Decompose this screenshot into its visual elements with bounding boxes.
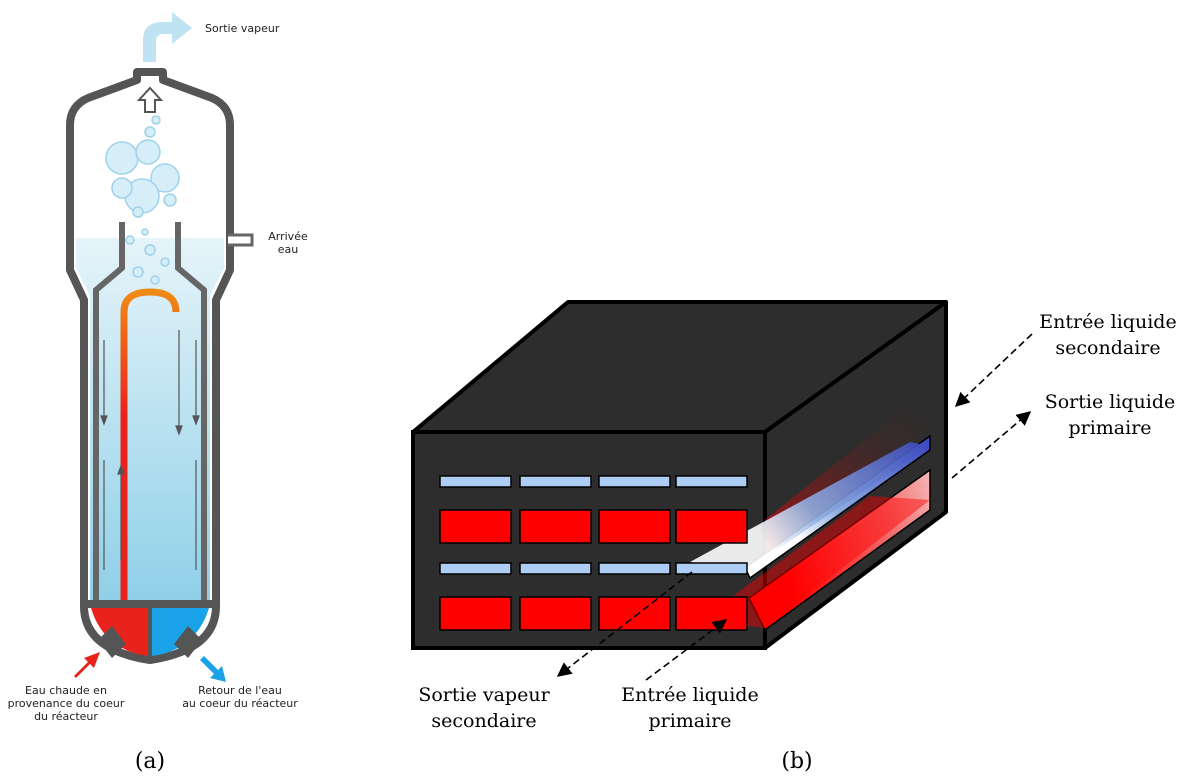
caption-b: (b) <box>781 749 812 774</box>
label-primary-outlet-line1: Sortie liquide <box>1045 391 1176 413</box>
steam-generator-diagram: Sortie vapeur Arrivée eau Eau chaude en … <box>8 12 308 774</box>
front-blue-row-1 <box>439 475 748 488</box>
steam-bubbles <box>105 115 180 285</box>
side-red-band <box>700 496 930 628</box>
label-water-inlet-line2: eau <box>278 243 298 256</box>
label-hot-water-line3: du réacteur <box>34 710 98 723</box>
label-primary-outlet-line2: primaire <box>1068 417 1151 439</box>
hot-plenum <box>91 608 148 656</box>
label-water-inlet-line1: Arrivée <box>268 230 308 243</box>
label-return-line2: au coeur du réacteur <box>182 697 298 710</box>
inner-shroud <box>93 222 207 600</box>
steam-outlet-arrow <box>143 12 192 62</box>
cold-outlet-nozzle <box>174 626 202 658</box>
arrow-primary-inlet <box>645 619 728 681</box>
heat-exchanger-block: Entrée liquide secondaire Sortie liquide… <box>411 300 1177 774</box>
front-red-row-1 <box>439 509 748 544</box>
hot-inlet-arrow <box>74 652 100 678</box>
caption-a: (a) <box>135 749 165 774</box>
side-blue-band <box>690 442 930 568</box>
arrow-secondary-inlet <box>954 333 1033 407</box>
label-hot-water-line1: Eau chaude en <box>25 684 107 697</box>
hot-inlet-nozzle <box>98 626 126 658</box>
label-secondary-inlet-line2: secondaire <box>1055 337 1160 359</box>
arrow-primary-outlet <box>951 411 1032 479</box>
front-blue-row-2 <box>439 562 748 575</box>
label-steam-outlet-line1: Sortie vapeur <box>418 684 550 706</box>
label-steam-outlet-line2: secondaire <box>431 710 536 732</box>
label-return-line1: Retour de l'eau <box>198 684 282 697</box>
side-red-channel <box>748 468 931 632</box>
cold-outlet-arrow <box>200 656 226 682</box>
steam-up-arrow <box>136 86 164 113</box>
label-hot-water-line2: provenance du coeur <box>8 697 125 710</box>
u-tube-hot-leg <box>120 288 180 600</box>
cold-plenum <box>152 608 209 656</box>
water-inlet-pipe <box>228 233 254 247</box>
tube-sheet <box>88 600 212 608</box>
water-volume <box>76 238 224 600</box>
label-primary-inlet-line2: primaire <box>648 710 731 732</box>
label-secondary-inlet-line1: Entrée liquide <box>1039 311 1176 333</box>
label-primary-inlet-line1: Entrée liquide <box>621 684 758 706</box>
flow-arrows-b <box>556 333 1033 681</box>
arrow-steam-outlet <box>556 571 693 677</box>
flow-arrows <box>100 330 200 570</box>
label-steam-outlet: Sortie vapeur <box>205 22 280 35</box>
